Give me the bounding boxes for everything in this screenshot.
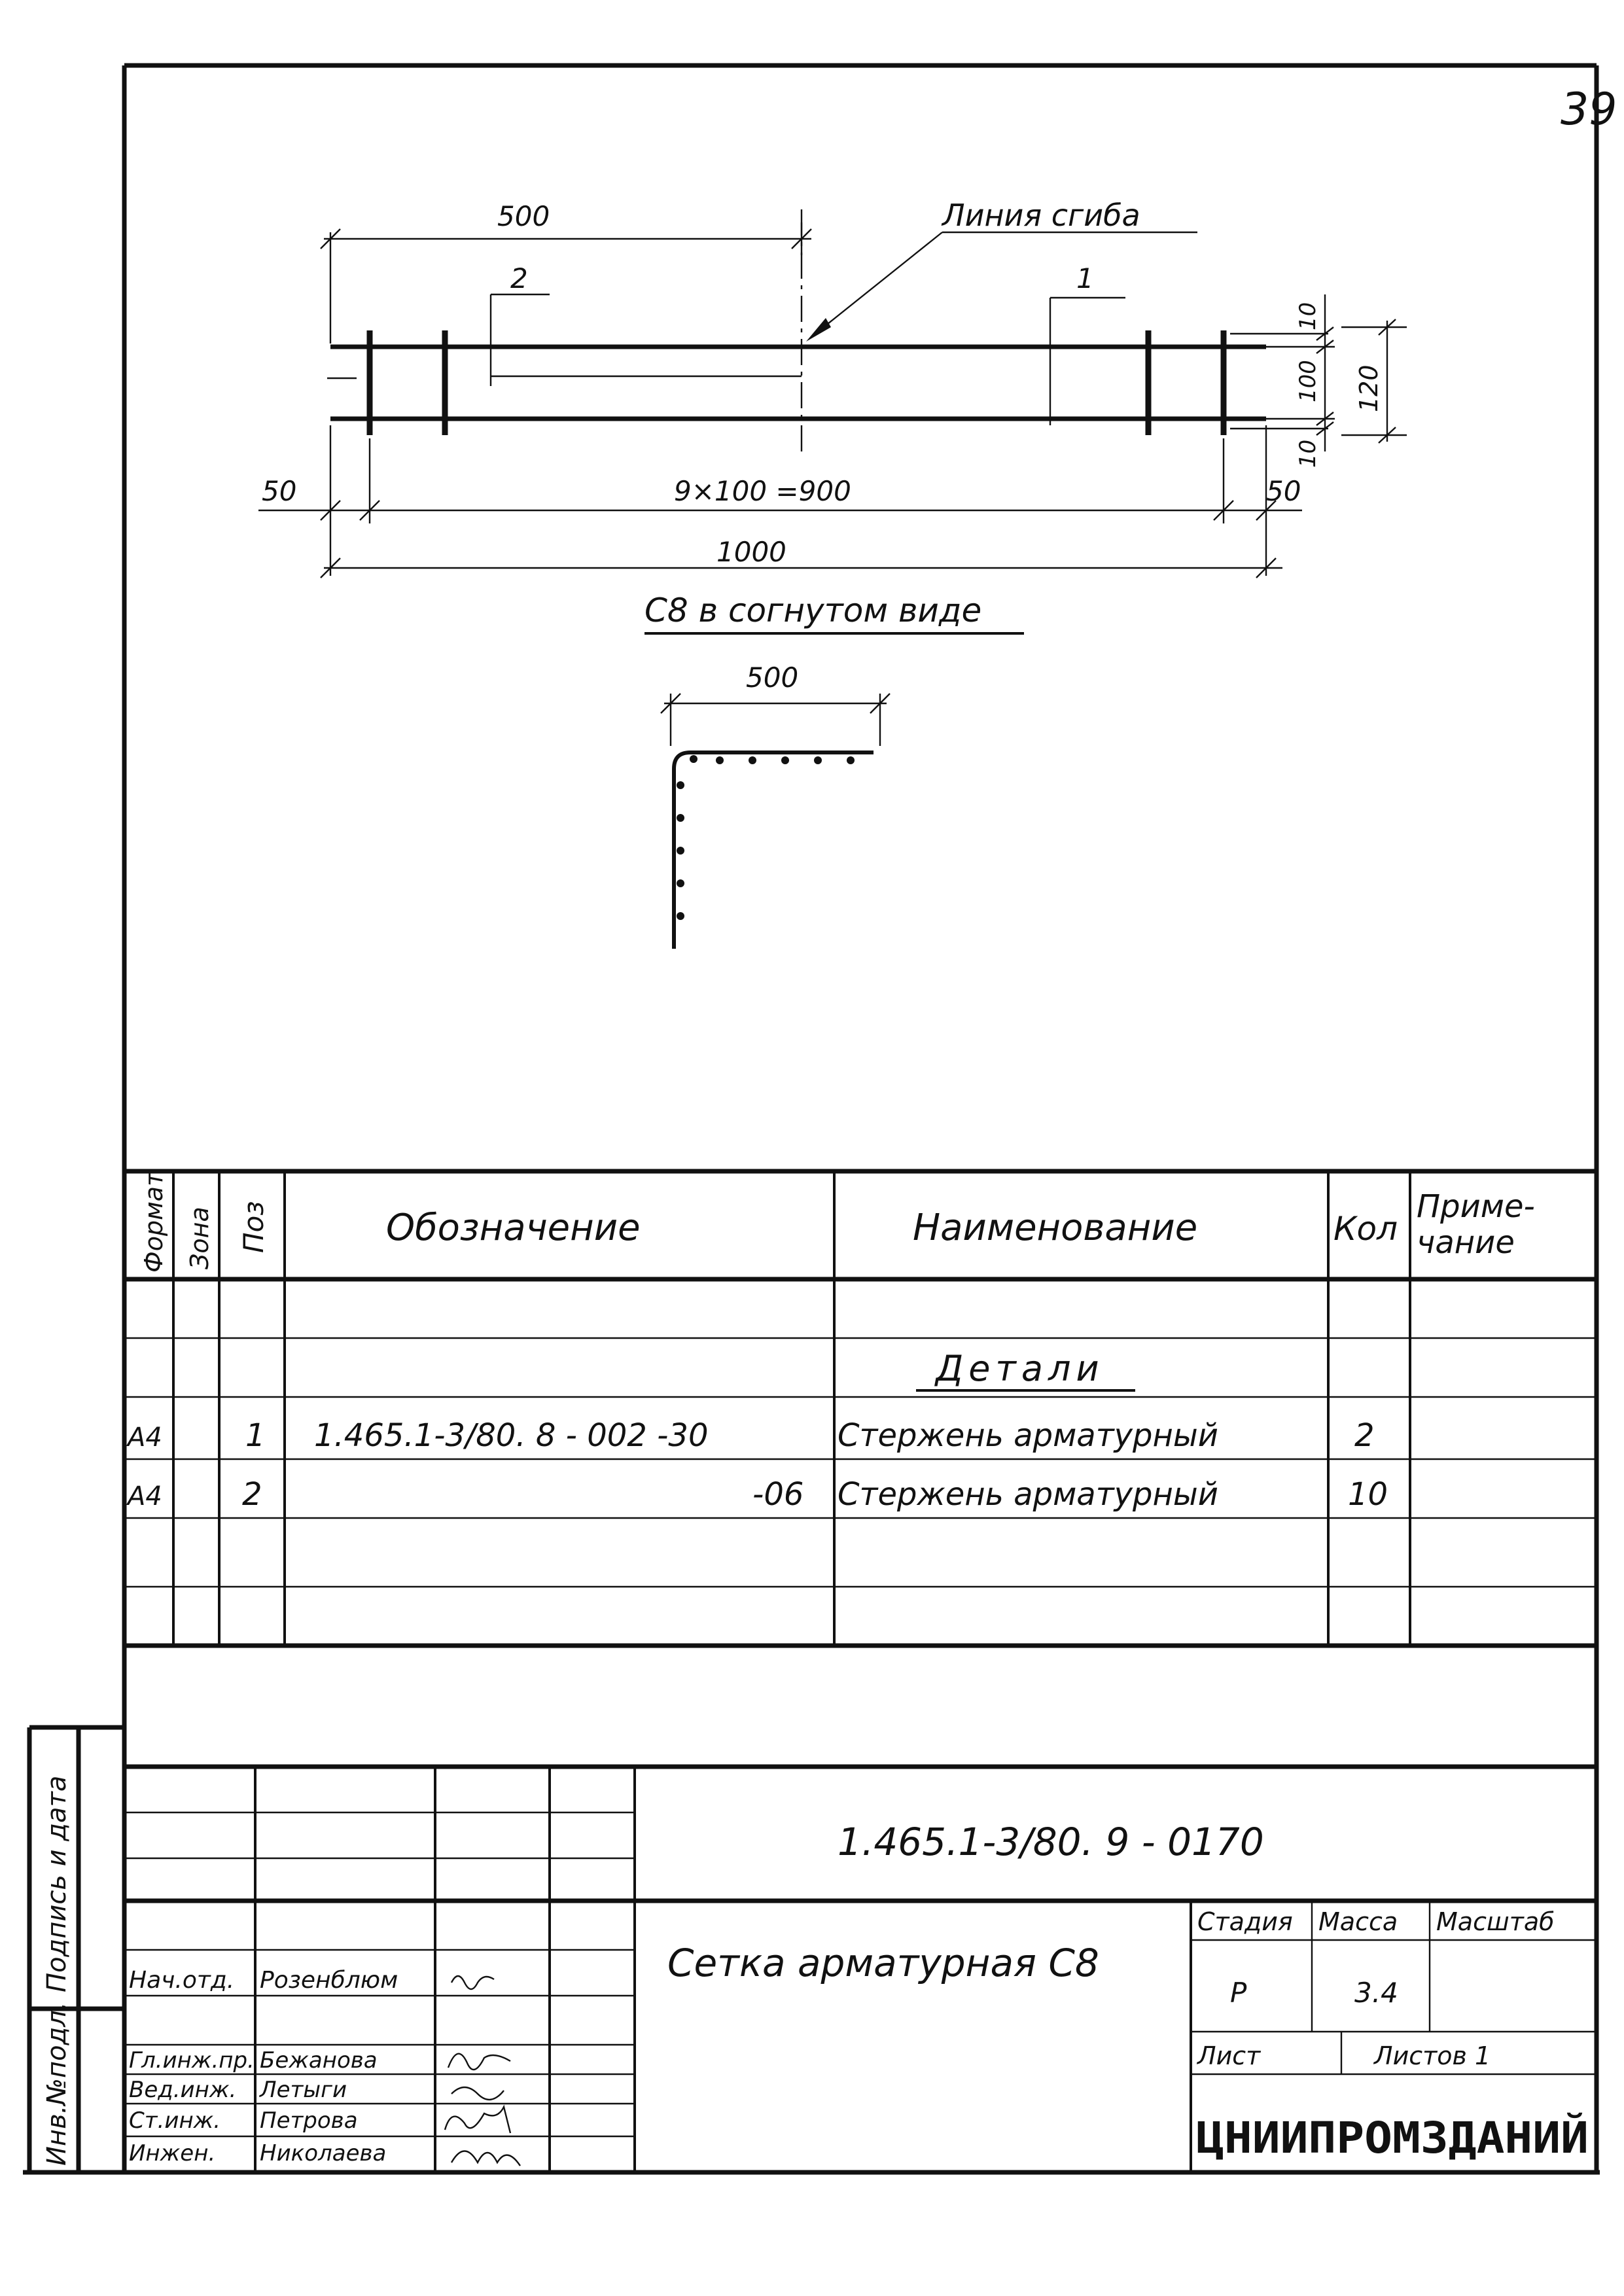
side-signature-date: Подпись и дата (42, 1776, 72, 1992)
bent-bar-dots (677, 755, 855, 920)
header-note-line1: Приме- (1417, 1188, 1535, 1225)
dim-left-50: 50 (262, 475, 296, 507)
scale-label: Масштаб (1436, 1907, 1555, 1936)
dim-overall-1000: 1000 (716, 536, 786, 568)
dim-right-50: 50 (1266, 475, 1301, 507)
section-title-details: Детали (934, 1348, 1104, 1389)
stage-value: Р (1230, 1977, 1247, 2009)
header-designation: Обозначение (386, 1207, 641, 1249)
transverse-bars (366, 330, 1227, 435)
signature-role-4: Ст.инж. (129, 2108, 221, 2134)
signature-name-3: Летыги (258, 2077, 347, 2103)
organization-name: ЦНИИПРОМЗДАНИЙ (1196, 2112, 1589, 2163)
mesh-drawing (258, 209, 1407, 578)
signature-name-2: Бежанова (260, 2047, 378, 2074)
signature-role-2: Гл.инж.пр. (129, 2047, 255, 2074)
document-code: 1.465.1-3/80. 9 - 0170 (838, 1820, 1264, 1864)
header-zone: Зона (185, 1207, 214, 1269)
document-name: Сетка арматурная С8 (667, 1941, 1099, 1985)
page-number: 39 (1561, 84, 1617, 135)
callout-bend-line: Линия сгиба (941, 198, 1140, 233)
side-stamp-grid (27, 1725, 124, 2172)
row-1-qty: 2 (1354, 1417, 1375, 1454)
mass-label: Масса (1318, 1907, 1398, 1936)
handwritten-signatures (444, 1975, 521, 2166)
row-2-qty: 10 (1348, 1476, 1388, 1513)
signature-role-3: Вед.инж. (129, 2077, 236, 2103)
row-2-name: Стержень арматурный (838, 1476, 1218, 1513)
row-2-pos: 2 (242, 1476, 262, 1513)
signature-name-1: Розенблюм (260, 1967, 398, 1994)
sheets-label: Листов 1 (1373, 2041, 1491, 2070)
header-format: Формат (139, 1171, 168, 1273)
row-2-format: А4 (126, 1481, 162, 1511)
callout-pos-1: 1 (1076, 262, 1094, 294)
header-qty: Кол (1333, 1210, 1398, 1248)
header-note-line2: чание (1417, 1224, 1515, 1261)
header-name: Наименование (913, 1207, 1197, 1249)
row-1-designation: 1.465.1-3/80. 8 - 002 -30 (314, 1417, 708, 1454)
row-1-pos: 1 (245, 1417, 266, 1454)
signature-name-5: Николаева (260, 2140, 386, 2166)
dim-middle-900: 9×100 =900 (674, 475, 851, 507)
signature-role-1: Нач.отд. (129, 1967, 234, 1994)
bent-view-dim-500: 500 (746, 662, 798, 694)
dim-right-120: 120 (1354, 364, 1383, 412)
row-2-designation: -06 (752, 1476, 803, 1513)
mass-value: 3.4 (1354, 1977, 1398, 2009)
callout-pos-2: 2 (510, 262, 528, 294)
signature-name-4: Петрова (260, 2108, 358, 2134)
dim-top-500: 500 (497, 200, 550, 232)
row-1-format: А4 (126, 1422, 162, 1453)
title-block-grid (124, 1764, 1597, 2172)
row-1-name: Стержень арматурный (838, 1417, 1218, 1454)
bent-view-title: С8 в согнутом виде (644, 592, 981, 629)
sheet-frame (23, 63, 1600, 2175)
dim-right-10-bottom: 10 (1295, 440, 1321, 468)
side-inv-no: Инв.№подл. (42, 2002, 72, 2166)
signature-role-5: Инжен. (129, 2140, 215, 2166)
header-pos: Поз (238, 1201, 270, 1253)
spec-table-grid (124, 1169, 1597, 1648)
dim-right-10-top: 10 (1295, 302, 1321, 330)
bent-view-sketch (660, 693, 891, 949)
sheet-label: Лист (1196, 2041, 1262, 2070)
dim-right-100: 100 (1295, 360, 1321, 402)
stage-label: Стадия (1197, 1907, 1293, 1936)
